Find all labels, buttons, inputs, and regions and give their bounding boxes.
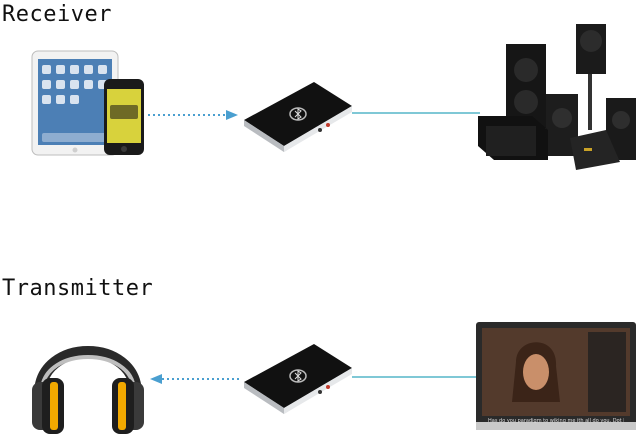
receiver-title: Receiver bbox=[2, 2, 112, 27]
bluetooth-adapter-icon bbox=[244, 82, 352, 152]
tablet-and-phone-icon bbox=[31, 50, 144, 156]
signal-arrow-receiver bbox=[148, 110, 238, 120]
signal-arrow-transmitter bbox=[150, 374, 240, 384]
tv-subtitle: Has do you paradigm to wiking me ith all… bbox=[488, 418, 624, 424]
headphones-icon bbox=[32, 346, 144, 434]
tv-icon: Has do you paradigm to wiking me ith all… bbox=[476, 322, 636, 430]
bluetooth-adapter-icon bbox=[244, 344, 352, 414]
audio-cable-transmitter bbox=[352, 376, 482, 378]
transmitter-title: Transmitter bbox=[2, 276, 154, 301]
audio-cable-receiver bbox=[352, 112, 480, 114]
speaker-stack-icon bbox=[478, 24, 636, 170]
